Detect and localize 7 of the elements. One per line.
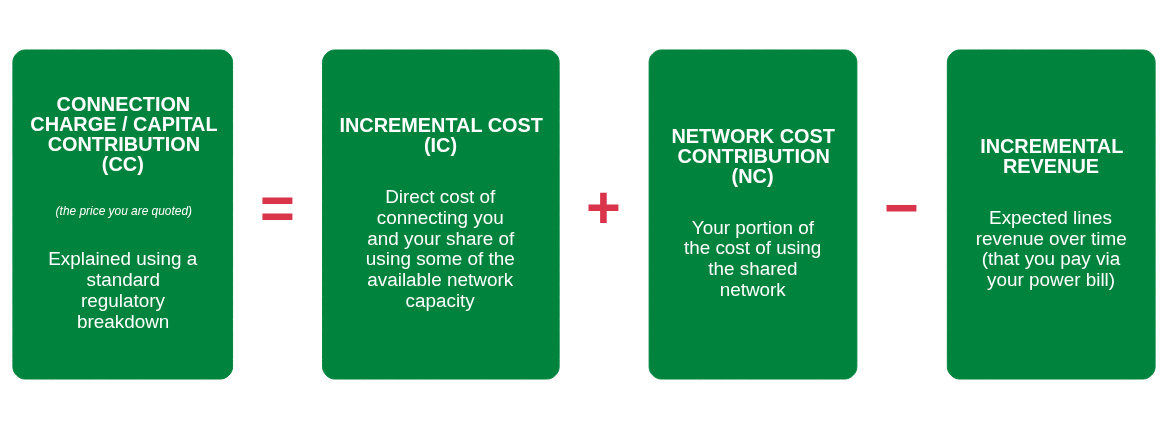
label: − [884,174,920,242]
node-box: INCREMENTAL REVENUE Expected lines revenue over time (that you pay via your power bill) [946,49,1156,380]
node-box: INCREMENTAL COST (IC) Direct cost of connecting you and your share of using some of the available network capacity [322,49,560,380]
node-box: NETWORK COST CONTRIBUTION (NC) Your portion of the cost of using the shared network [648,49,858,380]
label: = [259,174,295,242]
node-box: CONNECTION CHARGE / CAPITAL CONTRIBUTION (CC) (the price you are quoted) Explained using a standard regulatory breakdown [12,49,234,380]
label: + [585,174,621,242]
